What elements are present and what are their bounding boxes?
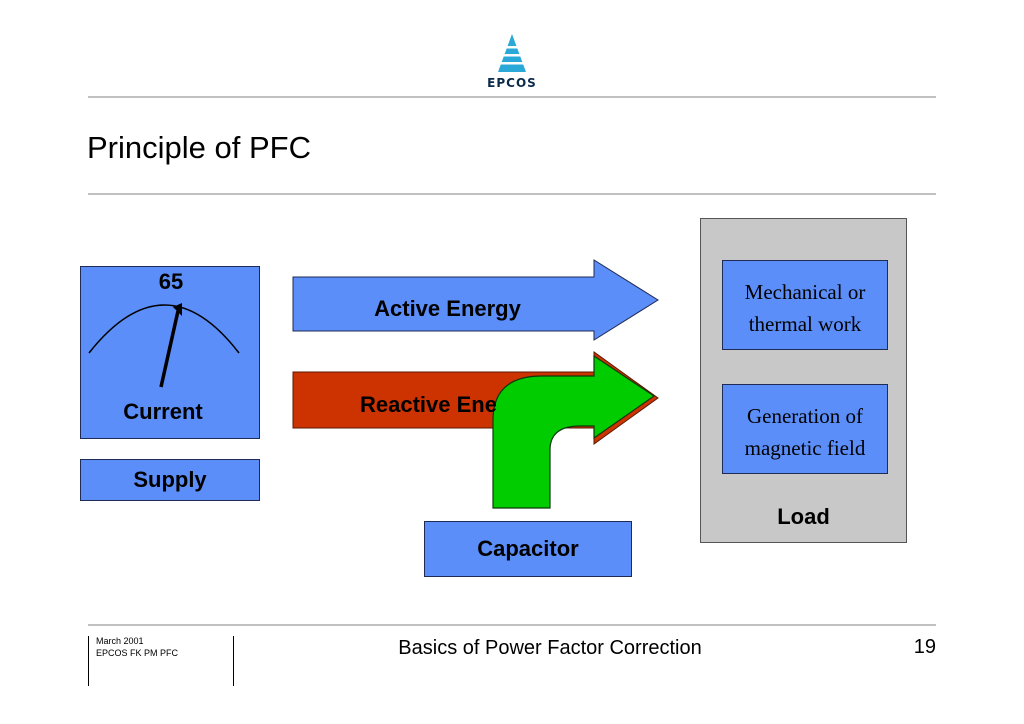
epcos-logo-icon xyxy=(492,34,532,72)
page-title: Principle of PFC xyxy=(87,130,311,165)
footer-mid-bar xyxy=(233,636,234,686)
page-number: 19 xyxy=(913,636,936,658)
header-divider xyxy=(88,96,936,98)
title-divider xyxy=(88,193,936,195)
supply-box: Supply xyxy=(80,459,260,501)
work-box: Mechanical or thermal work xyxy=(722,260,888,350)
reactive-energy-label: Reactive Energy xyxy=(360,392,496,417)
footer-date: March 2001 xyxy=(96,636,144,646)
footer-dept: EPCOS FK PM PFC xyxy=(96,648,179,658)
magnetic-line-1: Generation of xyxy=(746,404,864,428)
meter-label: Current xyxy=(123,399,203,424)
energy-arrows xyxy=(292,259,659,509)
footer-center-text: Basics of Power Factor Correction xyxy=(398,637,702,659)
load-label: Load xyxy=(777,504,830,529)
magnetic-line-2: magnetic field xyxy=(744,436,866,460)
active-energy-label: Active Energy xyxy=(374,296,521,321)
active-energy-arrow xyxy=(292,259,659,341)
work-line-1: Mechanical or xyxy=(744,280,866,304)
footer-left-bar xyxy=(88,636,89,686)
logo-text: EPCOS xyxy=(487,76,537,90)
reactive-energy-clip: Reactive Energy xyxy=(340,392,496,426)
footer-divider xyxy=(88,624,936,626)
capacitor-arrow xyxy=(492,354,656,509)
meter-value: 65 xyxy=(158,269,184,294)
supply-label: Supply xyxy=(133,467,207,492)
current-meter: 65 Current xyxy=(80,266,260,439)
load-box: Mechanical or thermal work Generation of… xyxy=(700,218,907,543)
work-line-2: thermal work xyxy=(748,312,862,336)
magnetic-box: Generation of magnetic field xyxy=(722,384,888,474)
capacitor-label: Capacitor xyxy=(477,536,579,561)
meter-dial-icon xyxy=(88,303,240,388)
capacitor-box: Capacitor xyxy=(424,521,632,577)
